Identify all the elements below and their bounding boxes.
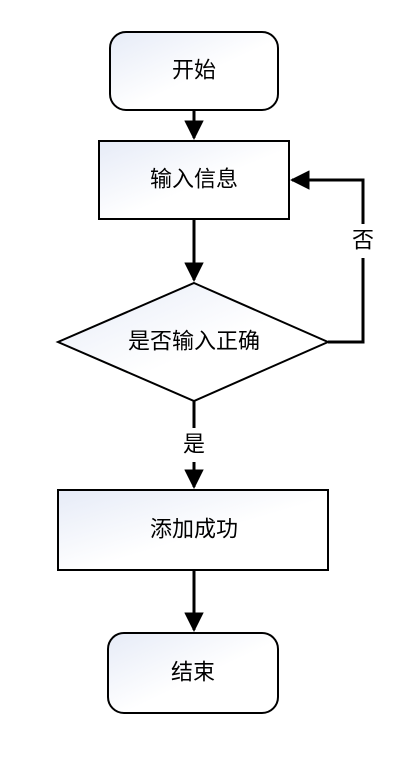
success-node: 添加成功: [57, 489, 329, 571]
yes-label-bg: [179, 428, 209, 462]
input-node-label: 输入信息: [150, 168, 238, 193]
input-node: 输入信息: [98, 140, 290, 220]
no-label: 否: [352, 229, 374, 254]
start-node: 开始: [109, 31, 279, 111]
decision-node: 是否输入正确: [55, 281, 331, 403]
end-node: 结束: [107, 632, 279, 714]
no-label-bg: [348, 224, 378, 258]
arrow-no-loop: [290, 170, 365, 344]
yes-label: 是: [183, 433, 205, 458]
end-node-label: 结束: [171, 661, 215, 686]
success-node-label: 添加成功: [150, 518, 238, 543]
start-node-label: 开始: [172, 59, 216, 84]
decision-node-label: 是否输入正确: [128, 330, 260, 355]
